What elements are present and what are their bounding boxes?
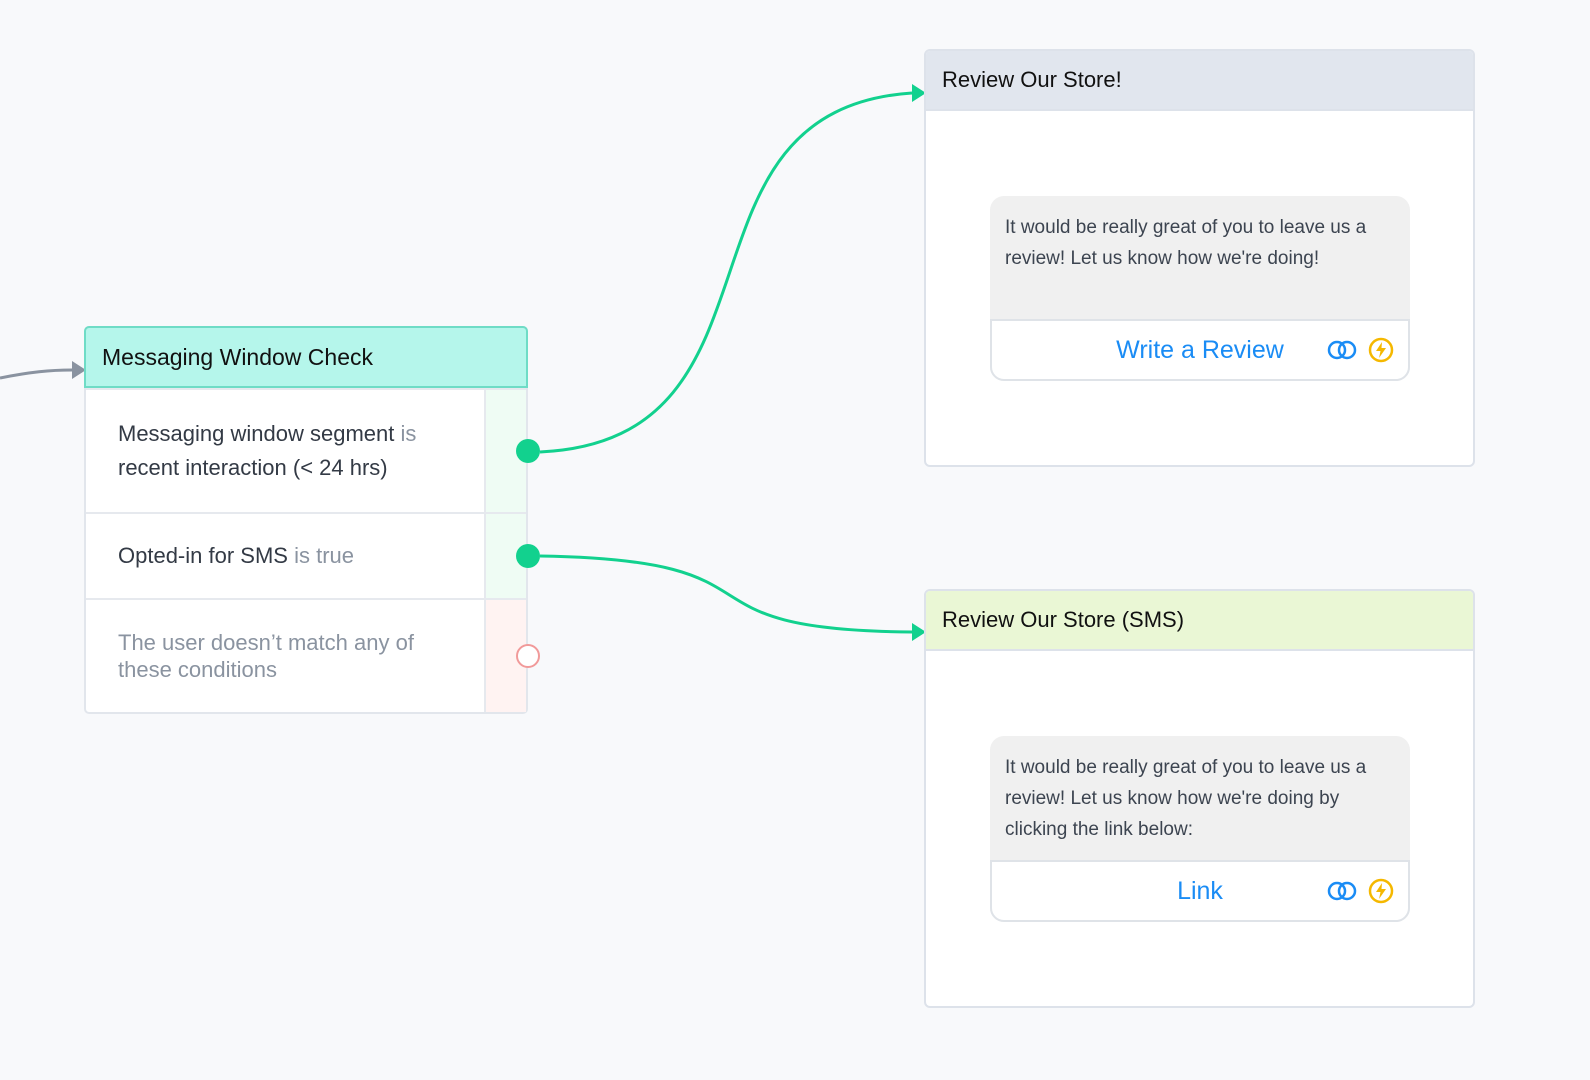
button-icons: [1326, 878, 1394, 904]
message-text: It would be really great of you to leave…: [1005, 757, 1367, 840]
message-text: It would be really great of you to leave…: [1005, 217, 1367, 269]
connector-arrow-1-icon: [912, 84, 926, 102]
message-node-review-store[interactable]: Review Our Store! It would be really gre…: [924, 49, 1475, 467]
message-node-header[interactable]: Review Our Store!: [926, 51, 1473, 111]
message-button[interactable]: Write a Review: [990, 319, 1410, 381]
message-button[interactable]: Link: [990, 860, 1410, 922]
link-icon[interactable]: [1326, 339, 1358, 361]
output-port-connected[interactable]: [516, 544, 540, 568]
condition-node-header[interactable]: Messaging Window Check: [84, 326, 528, 388]
connector-arrow-2-icon: [912, 623, 926, 641]
condition-row-text: The user doesn’t match any of these cond…: [86, 600, 484, 712]
condition-value: recent interaction (< 24 hrs): [118, 455, 388, 480]
condition-fallback-row[interactable]: The user doesn’t match any of these cond…: [86, 598, 540, 712]
condition-node-title: Messaging Window Check: [102, 343, 374, 370]
incoming-connector: [0, 368, 73, 380]
message-node-title: Review Our Store!: [942, 67, 1122, 92]
incoming-arrow-icon: [72, 361, 86, 379]
condition-operator: is: [400, 421, 417, 446]
condition-row[interactable]: Messaging window segment is recent inter…: [86, 388, 540, 512]
button-icons: [1326, 337, 1394, 363]
connector-row-2-to-review-store-sms[interactable]: [539, 554, 913, 634]
lightning-icon[interactable]: [1368, 337, 1394, 363]
message-node-review-store-sms[interactable]: Review Our Store (SMS) It would be reall…: [924, 589, 1475, 1008]
condition-row[interactable]: Opted-in for SMS is true: [86, 512, 540, 598]
output-port-empty[interactable]: [516, 644, 540, 668]
condition-operator: is true: [294, 543, 354, 568]
output-port-connected[interactable]: [516, 439, 540, 463]
condition-field: Opted-in for SMS: [118, 543, 288, 568]
lightning-icon[interactable]: [1368, 878, 1394, 904]
condition-row-text: Opted-in for SMS is true: [86, 514, 484, 598]
condition-field: Messaging window segment: [118, 421, 395, 446]
message-node-title: Review Our Store (SMS): [942, 607, 1185, 632]
link-icon[interactable]: [1326, 880, 1358, 902]
connector-row-1-to-review-store[interactable]: [539, 91, 913, 454]
message-node-header[interactable]: Review Our Store (SMS): [926, 591, 1473, 651]
message-bubble[interactable]: It would be really great of you to leave…: [990, 736, 1410, 922]
condition-node[interactable]: Messaging Window Check Messaging window …: [84, 326, 540, 714]
message-button-label: Write a Review: [1116, 335, 1284, 364]
condition-fallback-text: The user doesn’t match any of these cond…: [118, 630, 414, 682]
condition-row-text: Messaging window segment is recent inter…: [86, 390, 484, 512]
message-bubble[interactable]: It would be really great of you to leave…: [990, 196, 1410, 381]
message-button-label: Link: [1177, 876, 1223, 905]
